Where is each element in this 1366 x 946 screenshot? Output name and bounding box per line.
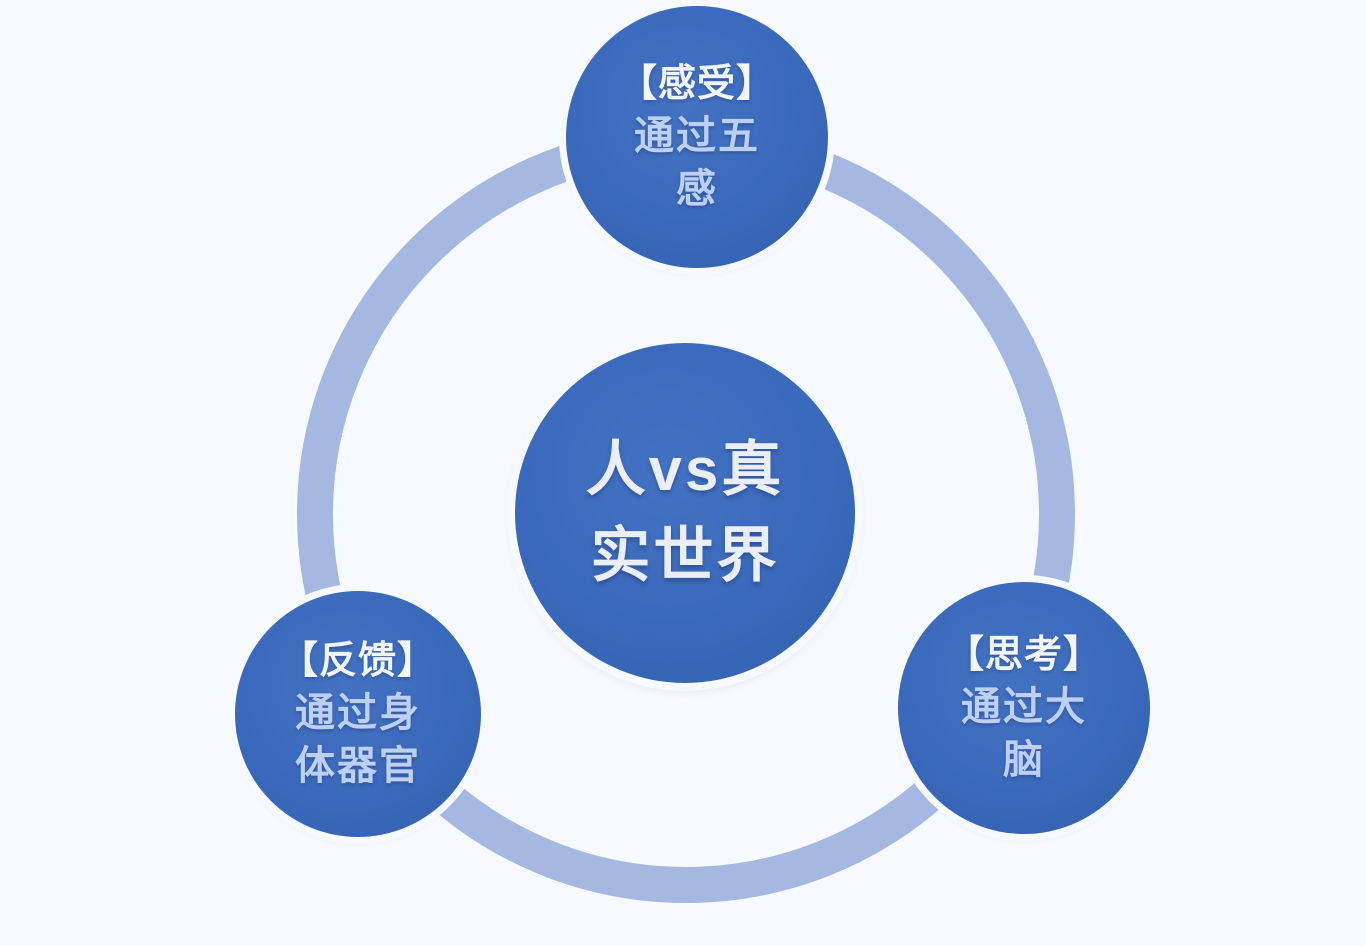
node-center-person-vs-world: 人vs真 实世界 bbox=[515, 343, 855, 683]
node-feedback-body: 通过身 体器官 bbox=[295, 691, 421, 788]
node-think-body: 通过大 脑 bbox=[961, 685, 1087, 782]
node-feedback: 【反馈】 通过身 体器官 bbox=[235, 591, 481, 837]
node-feel-heading: 【感受】 bbox=[618, 63, 775, 105]
node-think-heading: 【思考】 bbox=[945, 634, 1102, 676]
node-think: 【思考】 通过大 脑 bbox=[898, 582, 1150, 834]
node-feel-body: 通过五 感 bbox=[634, 114, 760, 211]
node-feedback-heading: 【反馈】 bbox=[279, 640, 436, 682]
node-feel: 【感受】 通过五 感 bbox=[566, 6, 828, 268]
center-label: 人vs真 实世界 bbox=[585, 436, 785, 589]
